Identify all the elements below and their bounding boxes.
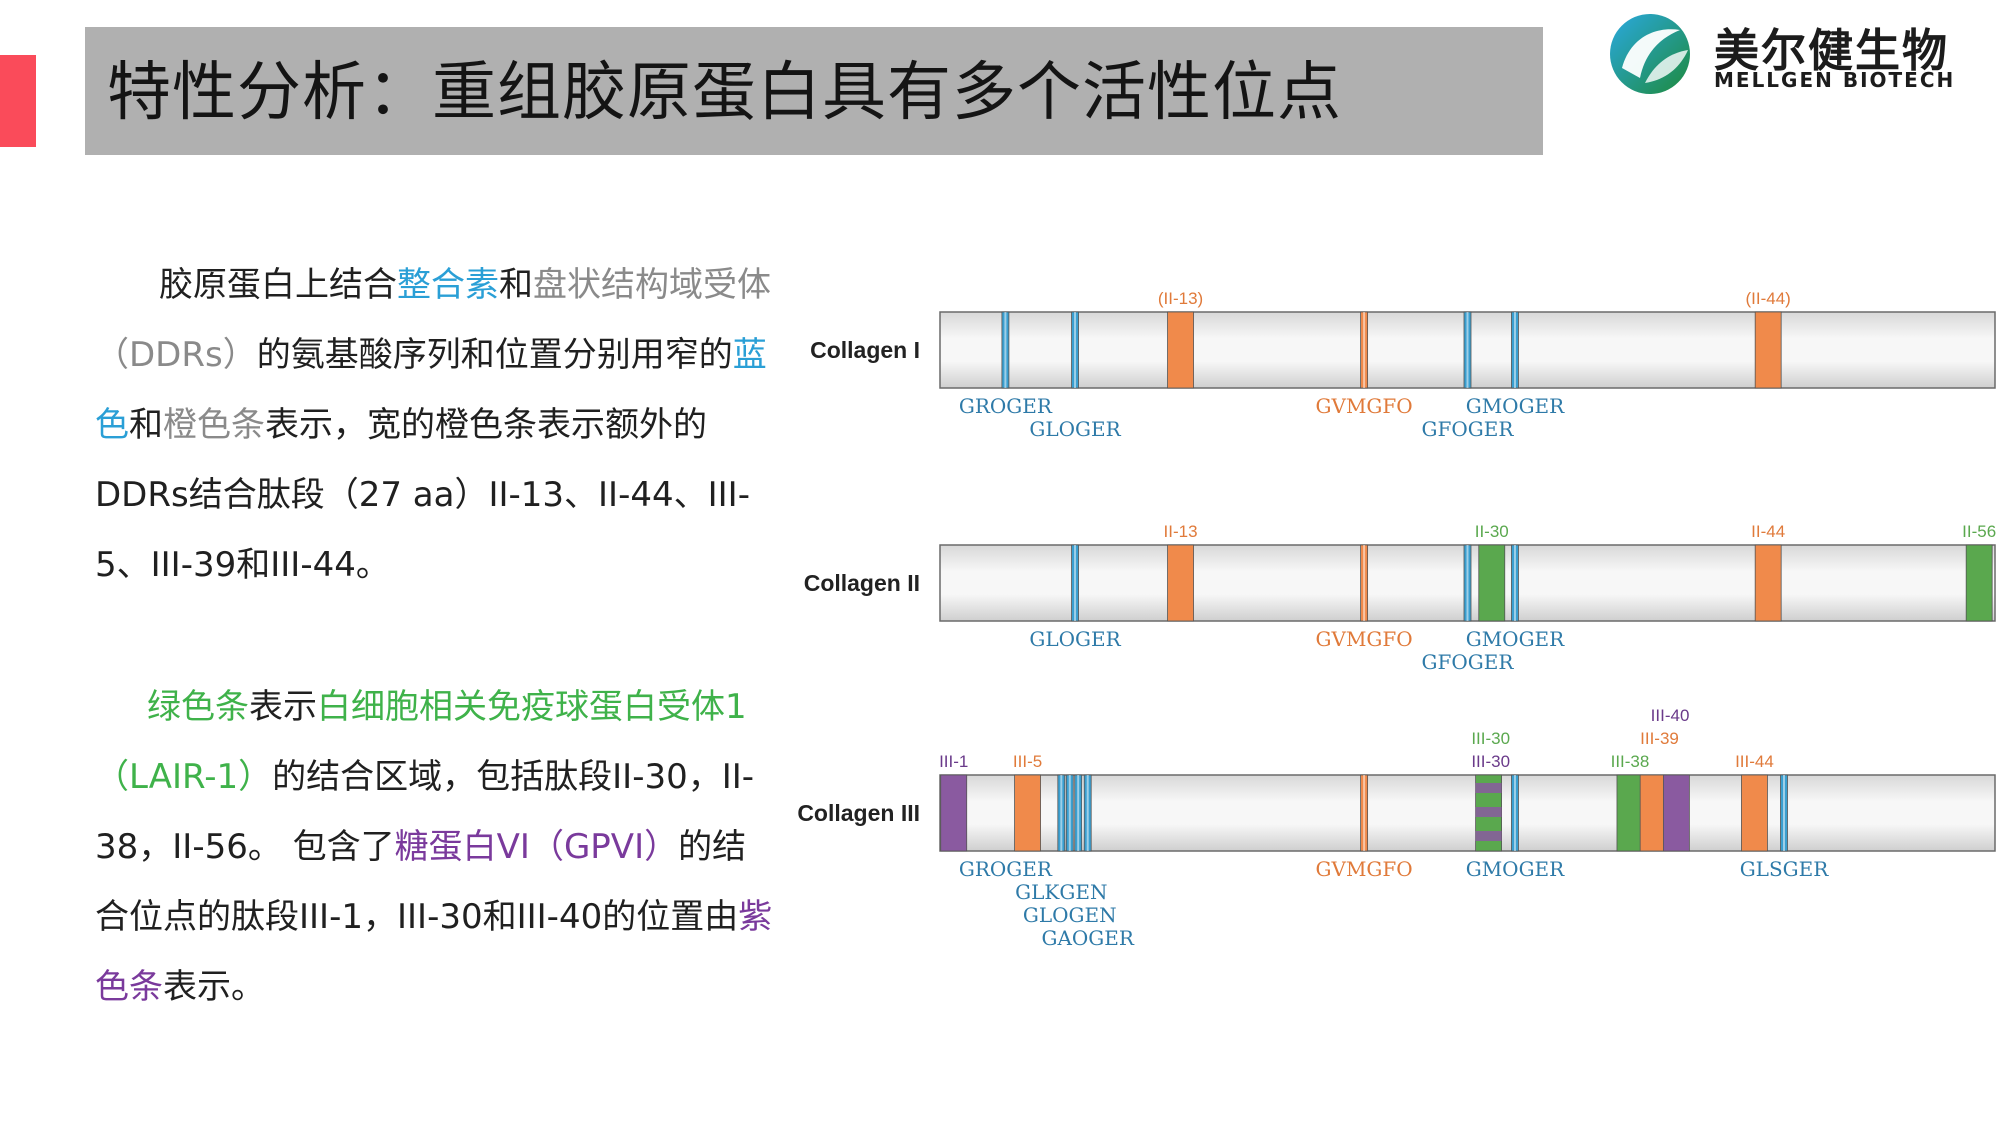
- sequence-label: GVMGFO: [1316, 857, 1413, 881]
- text-segment: 表示，宽的橙色条表示额外的DDRs结合肽段（27 aa）II-13、II-44、…: [95, 405, 750, 585]
- binding-site-highlight: [1074, 545, 1077, 621]
- collagen-bar: [939, 774, 1996, 852]
- site-label: III-30: [1471, 752, 1510, 771]
- sequence-label: GMOGER: [1466, 394, 1565, 418]
- site-label: III-44: [1735, 752, 1774, 771]
- text-segment: 胶原蛋白上结合: [159, 265, 397, 305]
- company-logo: 美尔健生物 MELLGEN BIOTECH: [1600, 8, 1990, 100]
- binding-site-mark: [1639, 774, 1667, 852]
- site-label: (II-13): [1158, 289, 1203, 308]
- sequence-label: GAOGER: [1041, 926, 1134, 950]
- site-label: II-44: [1751, 522, 1785, 541]
- site-label: II-13: [1164, 522, 1198, 541]
- collagen-binding-site-diagram: Collagen I(II-13)(II-44)GROGERGLOGERGVMG…: [797, 289, 1996, 950]
- text-segment: 表示。: [163, 967, 265, 1007]
- text-ddr: 盘状结构域受体（DDRs）: [95, 265, 771, 375]
- text-green-bar: 绿色条: [147, 687, 249, 727]
- binding-site-highlight: [1513, 775, 1516, 851]
- binding-site-highlight: [1060, 775, 1063, 851]
- sequence-label: GFOGER: [1422, 417, 1515, 441]
- binding-site-highlight: [1077, 775, 1080, 851]
- text-blue: 蓝色: [95, 335, 767, 445]
- binding-site-mark: [1741, 774, 1768, 852]
- binding-site-mark: [1662, 774, 1690, 852]
- accent-bar: [0, 55, 36, 147]
- site-label: III-1: [939, 752, 968, 771]
- binding-site-mark: [1014, 774, 1041, 852]
- sequence-label: GMOGER: [1466, 857, 1565, 881]
- text-gpvi: 糖蛋白VI（GPVI）: [394, 827, 679, 867]
- binding-site-mark: [1167, 311, 1194, 389]
- text-segment: 和: [499, 265, 533, 305]
- track-label: Collagen I: [810, 337, 920, 363]
- binding-site-highlight: [1086, 775, 1089, 851]
- site-label: III-39: [1640, 729, 1679, 748]
- sequence-label: GVMGFO: [1316, 627, 1413, 651]
- mellgen-logo-icon: [1610, 14, 1690, 94]
- sequence-label: GLKGEN: [1015, 880, 1107, 904]
- binding-site-stripe: [1475, 783, 1502, 793]
- sequence-label: GLOGER: [1029, 627, 1121, 651]
- binding-site-mark: [1167, 544, 1194, 622]
- track-label: Collagen II: [804, 570, 920, 596]
- site-label: III-38: [1611, 752, 1650, 771]
- binding-site-highlight: [1363, 312, 1366, 388]
- page-title: 特性分析：重组胶原蛋白具有多个活性位点: [107, 56, 1342, 130]
- text-segment: 的氨基酸序列和位置分别用窄的: [256, 335, 733, 375]
- binding-site-highlight: [1074, 312, 1077, 388]
- text-orange-bar: 橙色条: [163, 405, 265, 445]
- binding-site-highlight: [1466, 312, 1469, 388]
- binding-site-highlight: [1363, 545, 1366, 621]
- sequence-label: GLSGER: [1740, 857, 1830, 881]
- paragraph-lair-gpvi: 绿色条表示白细胞相关免疫球蛋白受体1（LAIR-1）的结合区域，包括肽段II-3…: [95, 672, 775, 1022]
- logo-text-cn: 美尔健生物: [1714, 24, 1950, 77]
- binding-site-highlight: [1466, 545, 1469, 621]
- sequence-label: GVMGFO: [1316, 394, 1413, 418]
- text-lair1: 白细胞相关免疫球蛋白受体1（LAIR-1）: [95, 687, 747, 797]
- paragraph-ddr-integrin: 胶原蛋白上结合整合素和盘状结构域受体（DDRs）的氨基酸序列和位置分别用窄的蓝色…: [95, 250, 775, 600]
- sequence-label: GLOGEN: [1023, 903, 1117, 927]
- binding-site-mark: [1754, 544, 1782, 622]
- binding-site-highlight: [1004, 312, 1007, 388]
- site-label: III-40: [1651, 706, 1690, 725]
- binding-site-highlight: [1513, 545, 1516, 621]
- sequence-label: GFOGER: [1422, 650, 1515, 674]
- sequence-label: GROGER: [959, 394, 1053, 418]
- text-segment: 表示: [249, 687, 317, 727]
- binding-site-mark: [1965, 544, 1993, 622]
- binding-site-stripe: [1475, 807, 1502, 817]
- binding-site-highlight: [1363, 775, 1366, 851]
- site-label: III-5: [1013, 752, 1042, 771]
- site-label: (II-44): [1746, 289, 1791, 308]
- track-label: Collagen III: [797, 800, 920, 826]
- binding-site-stripe: [1475, 831, 1502, 841]
- title-banner: 特性分析：重组胶原蛋白具有多个活性位点: [85, 27, 1543, 155]
- logo-text-en: MELLGEN BIOTECH: [1714, 68, 1956, 92]
- binding-site-mark: [1616, 774, 1644, 852]
- site-label: II-30: [1475, 522, 1509, 541]
- site-label: II-56: [1962, 522, 1996, 541]
- text-segment: 的结合位点的肽段III-1，III-30和III-40的位置由: [95, 827, 747, 937]
- text-integrin: 整合素: [397, 265, 499, 305]
- text-purple-bar: 紫色条: [95, 897, 773, 1007]
- binding-site-mark: [1478, 544, 1506, 622]
- binding-site-highlight: [1513, 312, 1516, 388]
- binding-site-mark: [1754, 311, 1782, 389]
- text-segment: 的结合区域，包括肽段II-30，II-38，II-56。 包含了: [95, 757, 755, 867]
- text-segment: 和: [129, 405, 163, 445]
- sequence-label: GMOGER: [1466, 627, 1565, 651]
- binding-site-mark: [940, 774, 968, 852]
- sequence-label: GROGER: [959, 857, 1053, 881]
- binding-site-highlight: [1783, 775, 1785, 851]
- site-label: III-30: [1471, 729, 1510, 748]
- binding-site-highlight: [1068, 775, 1071, 851]
- sequence-label: GLOGER: [1029, 417, 1121, 441]
